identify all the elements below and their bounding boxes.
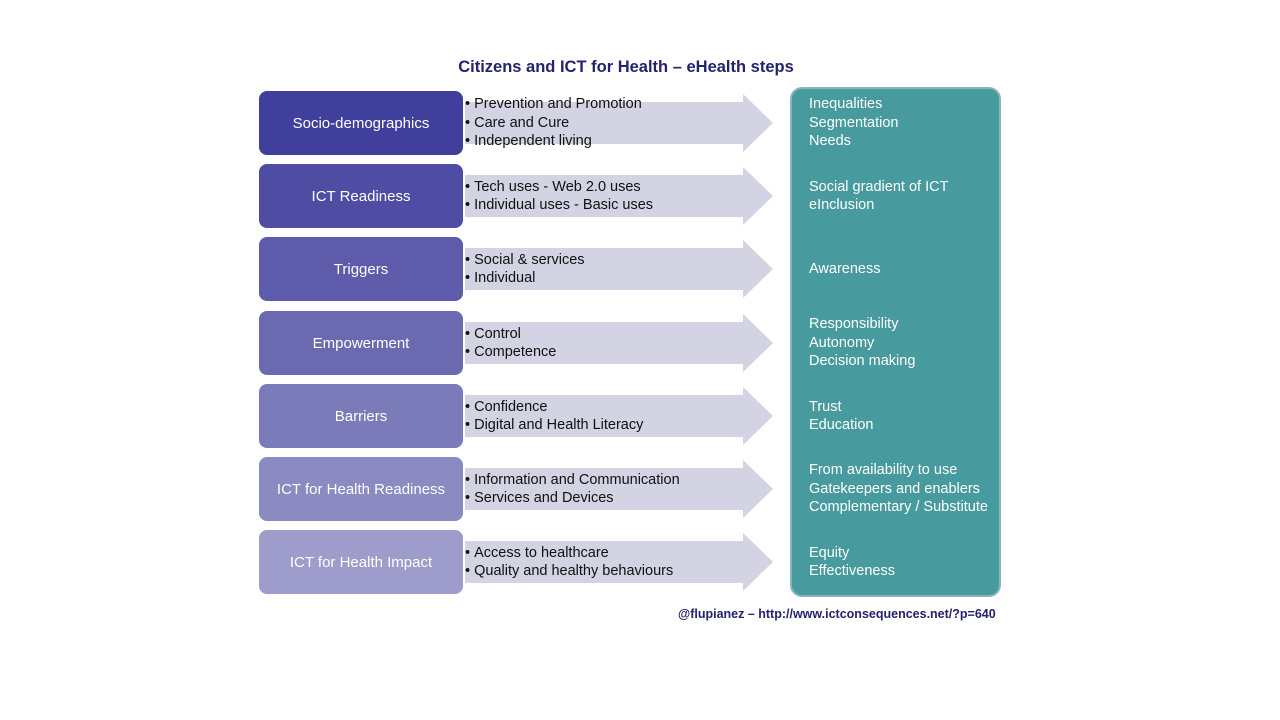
category-box: Triggers: [259, 237, 463, 301]
outcome-item: Awareness: [809, 260, 881, 277]
outcome-item: Responsibility: [809, 316, 899, 333]
bullet-item: Information and Communication: [465, 471, 765, 490]
bullet-item: Digital and Health Literacy: [465, 416, 765, 435]
category-box: Barriers: [259, 384, 463, 448]
bullet-list: ControlCompetence: [465, 311, 765, 375]
outcome-item: Segmentation: [809, 114, 899, 131]
bullet-item: Care and Cure: [465, 114, 765, 133]
outcome-item: Equity: [809, 544, 850, 561]
step-row: Socio-demographicsPrevention and Promoti…: [259, 91, 779, 155]
diagram-title: Citizens and ICT for Health – eHealth st…: [458, 58, 794, 76]
outcome-item: Trust: [809, 398, 842, 415]
outcome-item: Autonomy: [809, 334, 875, 351]
bullet-item: Access to healthcare: [465, 544, 765, 563]
bullet-list: Access to healthcareQuality and healthy …: [465, 530, 765, 594]
outcomes-panel: [790, 87, 1001, 597]
bullet-list: ConfidenceDigital and Health Literacy: [465, 384, 765, 448]
bullet-item: Social & services: [465, 251, 765, 270]
outcome-item: Gatekeepers and enablers: [809, 480, 980, 497]
step-row: ICT for Health ImpactAccess to healthcar…: [259, 530, 779, 594]
outcome-item: Effectiveness: [809, 563, 895, 579]
outcome-item: From availability to use: [809, 462, 958, 479]
outcome-item: Social gradient of ICT: [809, 178, 949, 195]
outcome-item: Decision making: [809, 353, 916, 370]
bullet-item: Independent living: [465, 132, 765, 151]
category-box: ICT for Health Readiness: [259, 457, 463, 521]
bullet-item: Individual uses - Basic uses: [465, 196, 765, 215]
step-row: ICT ReadinessTech uses - Web 2.0 usesInd…: [259, 164, 779, 228]
outcome-item: Inequalities: [809, 96, 883, 113]
bullet-list: Prevention and PromotionCare and CureInd…: [465, 91, 765, 155]
outcome-item: Complementary / Substitute: [809, 499, 988, 516]
bullet-list: Information and CommunicationServices an…: [465, 457, 765, 521]
outcome-group: Social gradient of ICT eInclusion: [806, 164, 1006, 228]
bullet-item: Prevention and Promotion: [465, 95, 765, 114]
category-box: ICT for Health Impact: [259, 530, 463, 594]
category-box: Empowerment: [259, 311, 463, 375]
source-credit: @flupianez – http://www.ictconsequences.…: [678, 607, 996, 621]
step-row: ICT for Health ReadinessInformation and …: [259, 457, 779, 521]
bullet-item: Quality and healthy behaviours: [465, 562, 765, 581]
bullet-item: Confidence: [465, 398, 765, 417]
bullet-item: Services and Devices: [465, 489, 765, 508]
outcome-item: Needs: [809, 133, 851, 150]
bullet-item: Tech uses - Web 2.0 uses: [465, 178, 765, 197]
outcome-item: eInclusion: [809, 197, 875, 213]
category-box: ICT Readiness: [259, 164, 463, 228]
bullet-item: Individual: [465, 269, 765, 288]
bullet-list: Tech uses - Web 2.0 usesIndividual uses …: [465, 164, 765, 228]
step-row: TriggersSocial & servicesIndividual: [259, 237, 779, 301]
step-row: EmpowermentControlCompetence: [259, 311, 779, 375]
bullet-item: Competence: [465, 343, 765, 362]
step-row: BarriersConfidenceDigital and Health Lit…: [259, 384, 779, 448]
category-box: Socio-demographics: [259, 91, 463, 155]
outcome-item: Education: [809, 417, 874, 433]
bullet-list: Social & servicesIndividual: [465, 237, 765, 301]
bullet-item: Control: [465, 325, 765, 344]
outcome-group: Awareness: [806, 237, 1006, 301]
